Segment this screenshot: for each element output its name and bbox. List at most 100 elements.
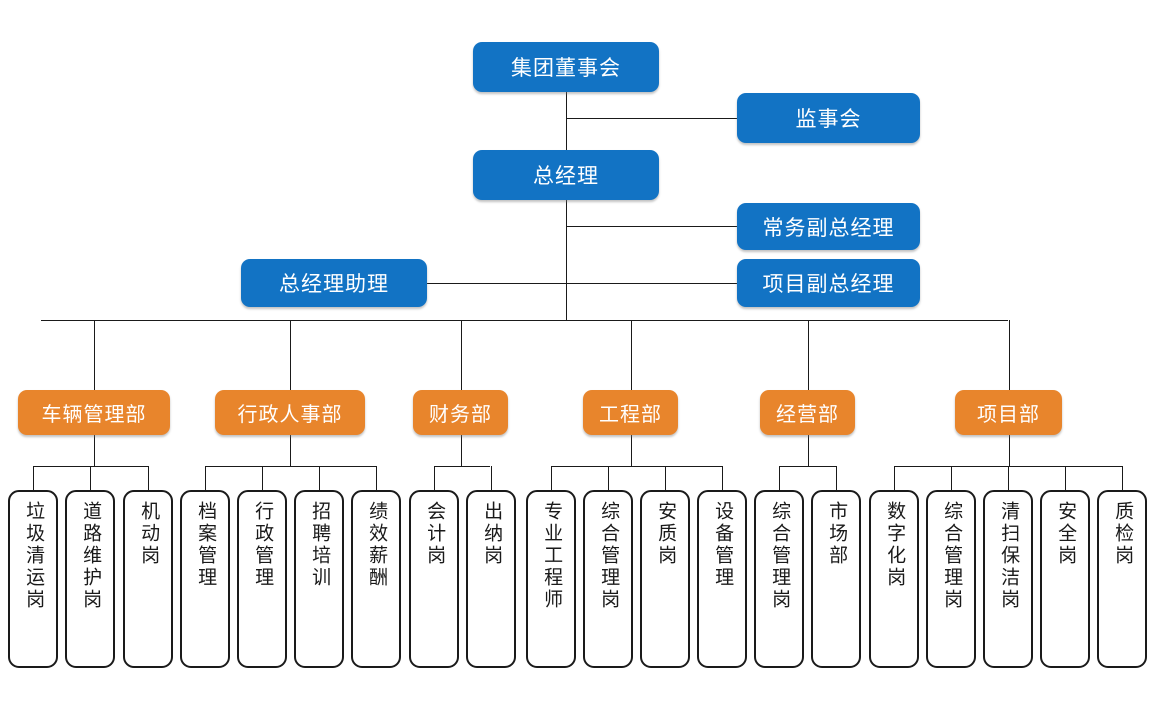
node-post-5-3[interactable]: 安全岗 [1040,490,1090,668]
connector-dept-bracket-4 [779,466,836,467]
node-department-4-label: 经营部 [776,404,839,426]
node-post-2-1-label: 出纳岗 [481,501,503,567]
node-department-4[interactable]: 经营部 [760,390,855,435]
connector-bus-to-dept-0 [94,320,95,390]
connector-leaf-drop-5-0 [894,466,895,490]
node-post-5-0-label: 数字化岗 [884,501,906,589]
node-post-3-3[interactable]: 设备管理 [697,490,747,668]
node-post-1-1[interactable]: 行政管理 [237,490,287,668]
connector-department-bus [41,320,1008,321]
connector-leaf-drop-5-1 [951,466,952,490]
connector-dept-drop-5 [1008,435,1010,466]
connector-gm-trunk [566,200,567,320]
node-gm-assistant-label: 总经理助理 [279,273,389,296]
node-post-0-1[interactable]: 道路维护岗 [65,490,115,668]
node-post-5-1-label: 综合管理岗 [941,501,963,611]
node-department-3-label: 工程部 [599,404,662,426]
node-project-deputy-gm[interactable]: 项目副总经理 [737,259,920,307]
node-department-3[interactable]: 工程部 [583,390,678,435]
connector-bus-to-dept-1 [290,320,291,390]
node-post-1-2[interactable]: 招聘培训 [294,490,344,668]
connector-leaf-drop-4-0 [779,466,780,490]
connector-dept-drop-0 [94,435,95,466]
node-post-3-3-label: 设备管理 [712,501,734,589]
connector-leaf-drop-1-3 [376,466,377,490]
connector-bus-to-dept-5 [1008,320,1010,390]
connector-leaf-drop-1-1 [262,466,263,490]
connector-leaf-drop-3-0 [551,466,552,490]
connector-leaf-drop-5-2 [1008,466,1009,490]
node-post-5-4-label: 质检岗 [1112,501,1134,567]
connector-bus-to-dept-3 [630,320,632,390]
connector-leaf-drop-2-0 [434,466,435,490]
node-department-2-label: 财务部 [429,404,492,426]
connector-leaf-drop-3-3 [722,466,723,490]
connector-dept-bracket-3 [551,466,722,467]
node-board[interactable]: 集团董事会 [473,42,659,92]
node-exec-deputy-gm[interactable]: 常务副总经理 [737,203,920,250]
node-supervisors[interactable]: 监事会 [737,93,920,143]
node-department-2[interactable]: 财务部 [413,390,508,435]
node-post-2-1[interactable]: 出纳岗 [466,490,516,668]
node-post-0-0-label: 垃圾清运岗 [23,501,45,611]
node-post-1-1-label: 行政管理 [252,501,274,589]
connector-leaf-drop-4-1 [836,466,837,490]
node-post-3-2[interactable]: 安质岗 [640,490,690,668]
connector-gm-to-project-deputy [566,283,737,284]
node-project-deputy-gm-label: 项目副总经理 [762,273,895,296]
connector-gm-to-exec-deputy [566,226,737,227]
node-post-0-2[interactable]: 机动岗 [123,490,173,668]
connector-leaf-drop-3-1 [608,466,609,490]
node-post-5-4[interactable]: 质检岗 [1097,490,1147,668]
node-post-5-1[interactable]: 综合管理岗 [926,490,976,668]
node-post-1-3-label: 绩效薪酬 [366,501,388,589]
node-general-manager-label: 总经理 [533,165,599,188]
node-post-4-0[interactable]: 综合管理岗 [754,490,804,668]
connector-dept-drop-2 [460,435,462,466]
node-post-3-0-label: 专业工程师 [541,501,563,611]
node-general-manager[interactable]: 总经理 [473,150,659,200]
node-department-0[interactable]: 车辆管理部 [18,390,170,435]
node-post-0-1-label: 道路维护岗 [80,501,102,611]
connector-leaf-drop-5-3 [1065,466,1066,490]
connector-dept-drop-1 [290,435,291,466]
node-supervisors-label: 监事会 [795,108,862,131]
node-post-2-0-label: 会计岗 [424,501,446,567]
node-post-3-1[interactable]: 综合管理岗 [583,490,633,668]
node-post-1-2-label: 招聘培训 [309,501,331,589]
node-post-1-0-label: 档案管理 [195,501,217,589]
node-department-5-label: 项目部 [977,404,1040,426]
node-post-5-2[interactable]: 清扫保洁岗 [983,490,1033,668]
connector-bus-to-dept-4 [807,320,809,390]
node-gm-assistant[interactable]: 总经理助理 [241,259,427,307]
connector-dept-drop-3 [630,435,632,466]
node-post-4-0-label: 综合管理岗 [769,501,791,611]
connector-board-to-gm [566,92,567,150]
node-post-2-0[interactable]: 会计岗 [409,490,459,668]
node-post-1-3[interactable]: 绩效薪酬 [351,490,401,668]
connector-dept-bracket-2 [434,466,490,467]
connector-bus-to-dept-2 [460,320,462,390]
connector-dept-drop-4 [807,435,809,466]
connector-leaf-drop-2-1 [491,466,492,490]
node-post-5-0[interactable]: 数字化岗 [869,490,919,668]
node-post-1-0[interactable]: 档案管理 [180,490,230,668]
node-department-1[interactable]: 行政人事部 [215,390,365,435]
node-post-0-0[interactable]: 垃圾清运岗 [8,490,58,668]
node-post-3-2-label: 安质岗 [655,501,677,567]
connector-leaf-drop-5-4 [1122,466,1123,490]
node-post-3-1-label: 综合管理岗 [598,501,620,611]
node-post-4-1[interactable]: 市场部 [811,490,861,668]
connector-leaf-drop-0-2 [148,466,149,490]
node-post-3-0[interactable]: 专业工程师 [526,490,576,668]
node-post-5-3-label: 安全岗 [1055,501,1077,567]
node-department-0-label: 车辆管理部 [41,404,147,426]
node-board-label: 集团董事会 [511,57,621,80]
connector-dept-bracket-1 [205,466,376,467]
connector-board-to-supervisors [566,118,737,119]
connector-leaf-drop-1-2 [319,466,320,490]
node-post-0-2-label: 机动岗 [138,501,160,567]
node-department-5[interactable]: 项目部 [955,390,1062,435]
node-post-4-1-label: 市场部 [826,501,848,567]
